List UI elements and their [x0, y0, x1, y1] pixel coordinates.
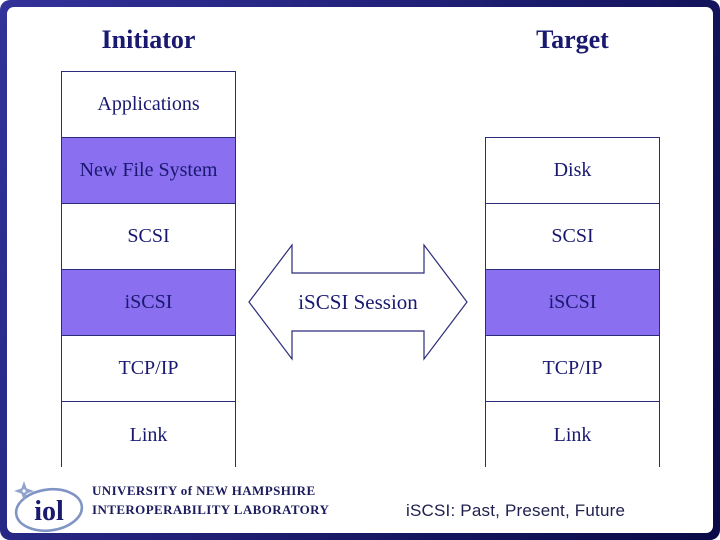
stack-layer: Disk: [486, 138, 659, 204]
layer-label: SCSI: [551, 225, 594, 247]
layer-label: Disk: [553, 159, 592, 181]
layer-label: TCP/IP: [542, 357, 603, 379]
stack-layer: iSCSI: [486, 270, 659, 336]
deck-title: iSCSI: Past, Present, Future: [406, 501, 626, 520]
target-title: Target: [536, 25, 609, 54]
sparkle-center: [22, 489, 26, 493]
layer-label: Link: [129, 423, 168, 446]
stack-layer: SCSI: [62, 204, 235, 270]
layer-label: TCP/IP: [118, 357, 179, 379]
layer-label: New File System: [79, 159, 218, 181]
layer-label: Link: [553, 423, 592, 446]
session-arrow: [244, 242, 472, 362]
stack-layer: TCP/IP: [486, 336, 659, 402]
stack-layer: iSCSI: [62, 270, 235, 336]
stack-layer: New File System: [62, 138, 235, 204]
stack-layer: SCSI: [486, 204, 659, 270]
layer-label: iSCSI: [124, 291, 173, 313]
logo-text: iol: [34, 496, 64, 527]
session-arrow-label: iSCSI Session: [298, 290, 418, 314]
target-stack: Disk SCSI iSCSI TCP/IP Link: [485, 137, 660, 468]
stack-layer: TCP/IP: [62, 336, 235, 402]
org-name-line2: INTEROPERABILITY LABORATORY: [92, 502, 330, 517]
org-name-line1: UNIVERSITY of NEW HAMPSHIRE: [92, 483, 316, 498]
iol-logo: iol: [11, 481, 87, 535]
layer-label: SCSI: [127, 225, 170, 247]
initiator-stack: Applications New File System SCSI iSCSI …: [61, 71, 236, 468]
layer-label: Applications: [97, 93, 200, 115]
organization-name: UNIVERSITY of NEW HAMPSHIRE INTEROPERABI…: [92, 481, 332, 519]
stack-layer: Link: [486, 402, 659, 468]
stack-layer: Link: [62, 402, 235, 468]
stack-layer: Applications: [62, 72, 235, 138]
double-arrow-icon: [248, 243, 468, 361]
initiator-title: Initiator: [101, 25, 196, 54]
layer-label: iSCSI: [548, 291, 597, 313]
logo-oval: [14, 487, 84, 533]
